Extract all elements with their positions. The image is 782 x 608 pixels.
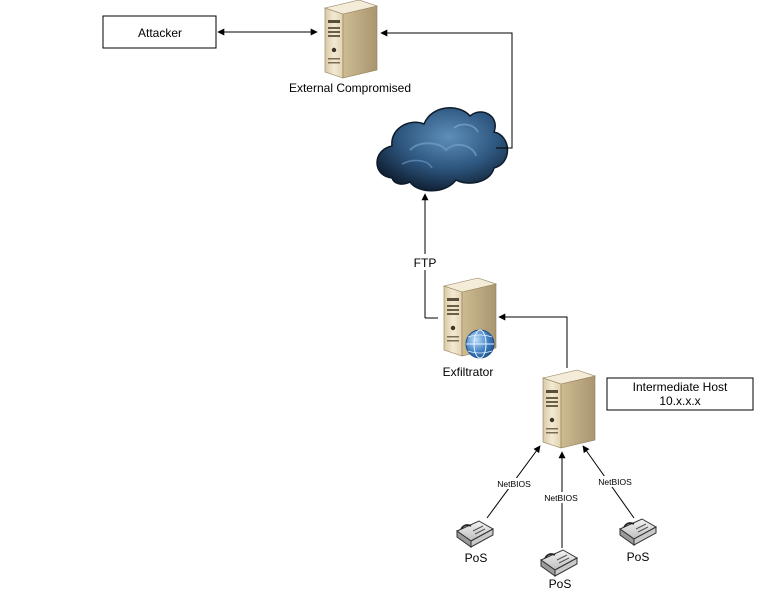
- pos-terminal-icon: [540, 549, 578, 577]
- intermediate-host-label-box: Intermediate Host 10.x.x.x: [606, 377, 754, 411]
- attacker-node[interactable]: Attacker: [102, 15, 217, 49]
- intermediate-host-label: Intermediate Host: [633, 380, 728, 394]
- pos-right-label: PoS: [627, 550, 650, 564]
- cloud-icon: [376, 107, 509, 192]
- pos-terminal-icon: [619, 518, 657, 546]
- globe-icon: [465, 329, 495, 359]
- attacker-label: Attacker: [138, 26, 182, 40]
- exfiltrator-node[interactable]: Exfiltrator: [443, 277, 497, 379]
- netbios-left-label: NetBIOS: [497, 479, 531, 489]
- pos-center-label: PoS: [549, 577, 572, 591]
- external-compromised-label: External Compromised: [289, 81, 411, 95]
- exfiltrator-label: Exfiltrator: [443, 365, 494, 379]
- intermediate-host-node[interactable]: [542, 369, 596, 449]
- server-icon: [324, 0, 378, 79]
- netbios-right-label: NetBIOS: [598, 477, 632, 487]
- server-icon: [542, 369, 596, 449]
- external-compromised-node[interactable]: External Compromised: [289, 0, 411, 95]
- intermediate-exfiltrator-link: [498, 313, 568, 368]
- pos-terminal-icon: [456, 520, 494, 548]
- pos-center-node[interactable]: PoS: [540, 549, 578, 591]
- pos-left-label: PoS: [465, 551, 488, 565]
- cloud-external-link: [380, 29, 513, 149]
- intermediate-host-ip: 10.x.x.x: [659, 394, 700, 408]
- ftp-label: FTP: [414, 256, 437, 270]
- netbios-center-label: NetBIOS: [544, 493, 578, 503]
- pos-left-node[interactable]: PoS: [456, 520, 494, 565]
- pos-right-node[interactable]: PoS: [619, 518, 657, 564]
